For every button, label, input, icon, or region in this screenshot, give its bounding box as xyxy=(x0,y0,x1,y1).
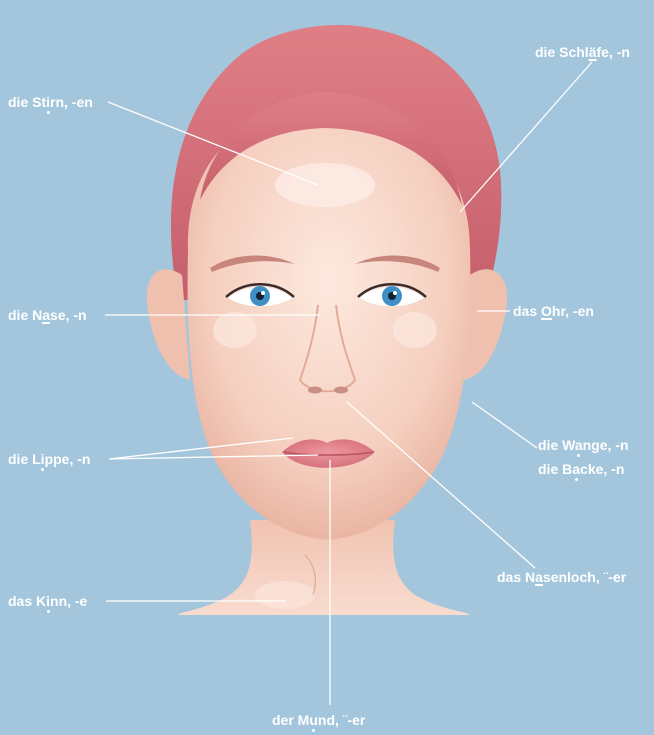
label-kinn: das Kinn, -e xyxy=(8,593,87,609)
label-nase: die Nase, -n xyxy=(8,307,87,323)
label-mund: der Mund, ¨-er xyxy=(272,712,365,728)
label-backe: die Backe, -n xyxy=(538,461,624,477)
label-wange: die Wange, -n xyxy=(538,437,629,453)
label-schlaefe: die Schläfe, -n xyxy=(535,44,630,60)
label-nasenloch: das Nasenloch, ¨-er xyxy=(497,569,626,585)
label-ohr: das Ohr, -en xyxy=(513,303,594,319)
label-stirn: die Stirn, -en xyxy=(8,94,93,110)
label-lippe: die Lippe, -n xyxy=(8,451,90,467)
right-ear xyxy=(464,269,507,380)
